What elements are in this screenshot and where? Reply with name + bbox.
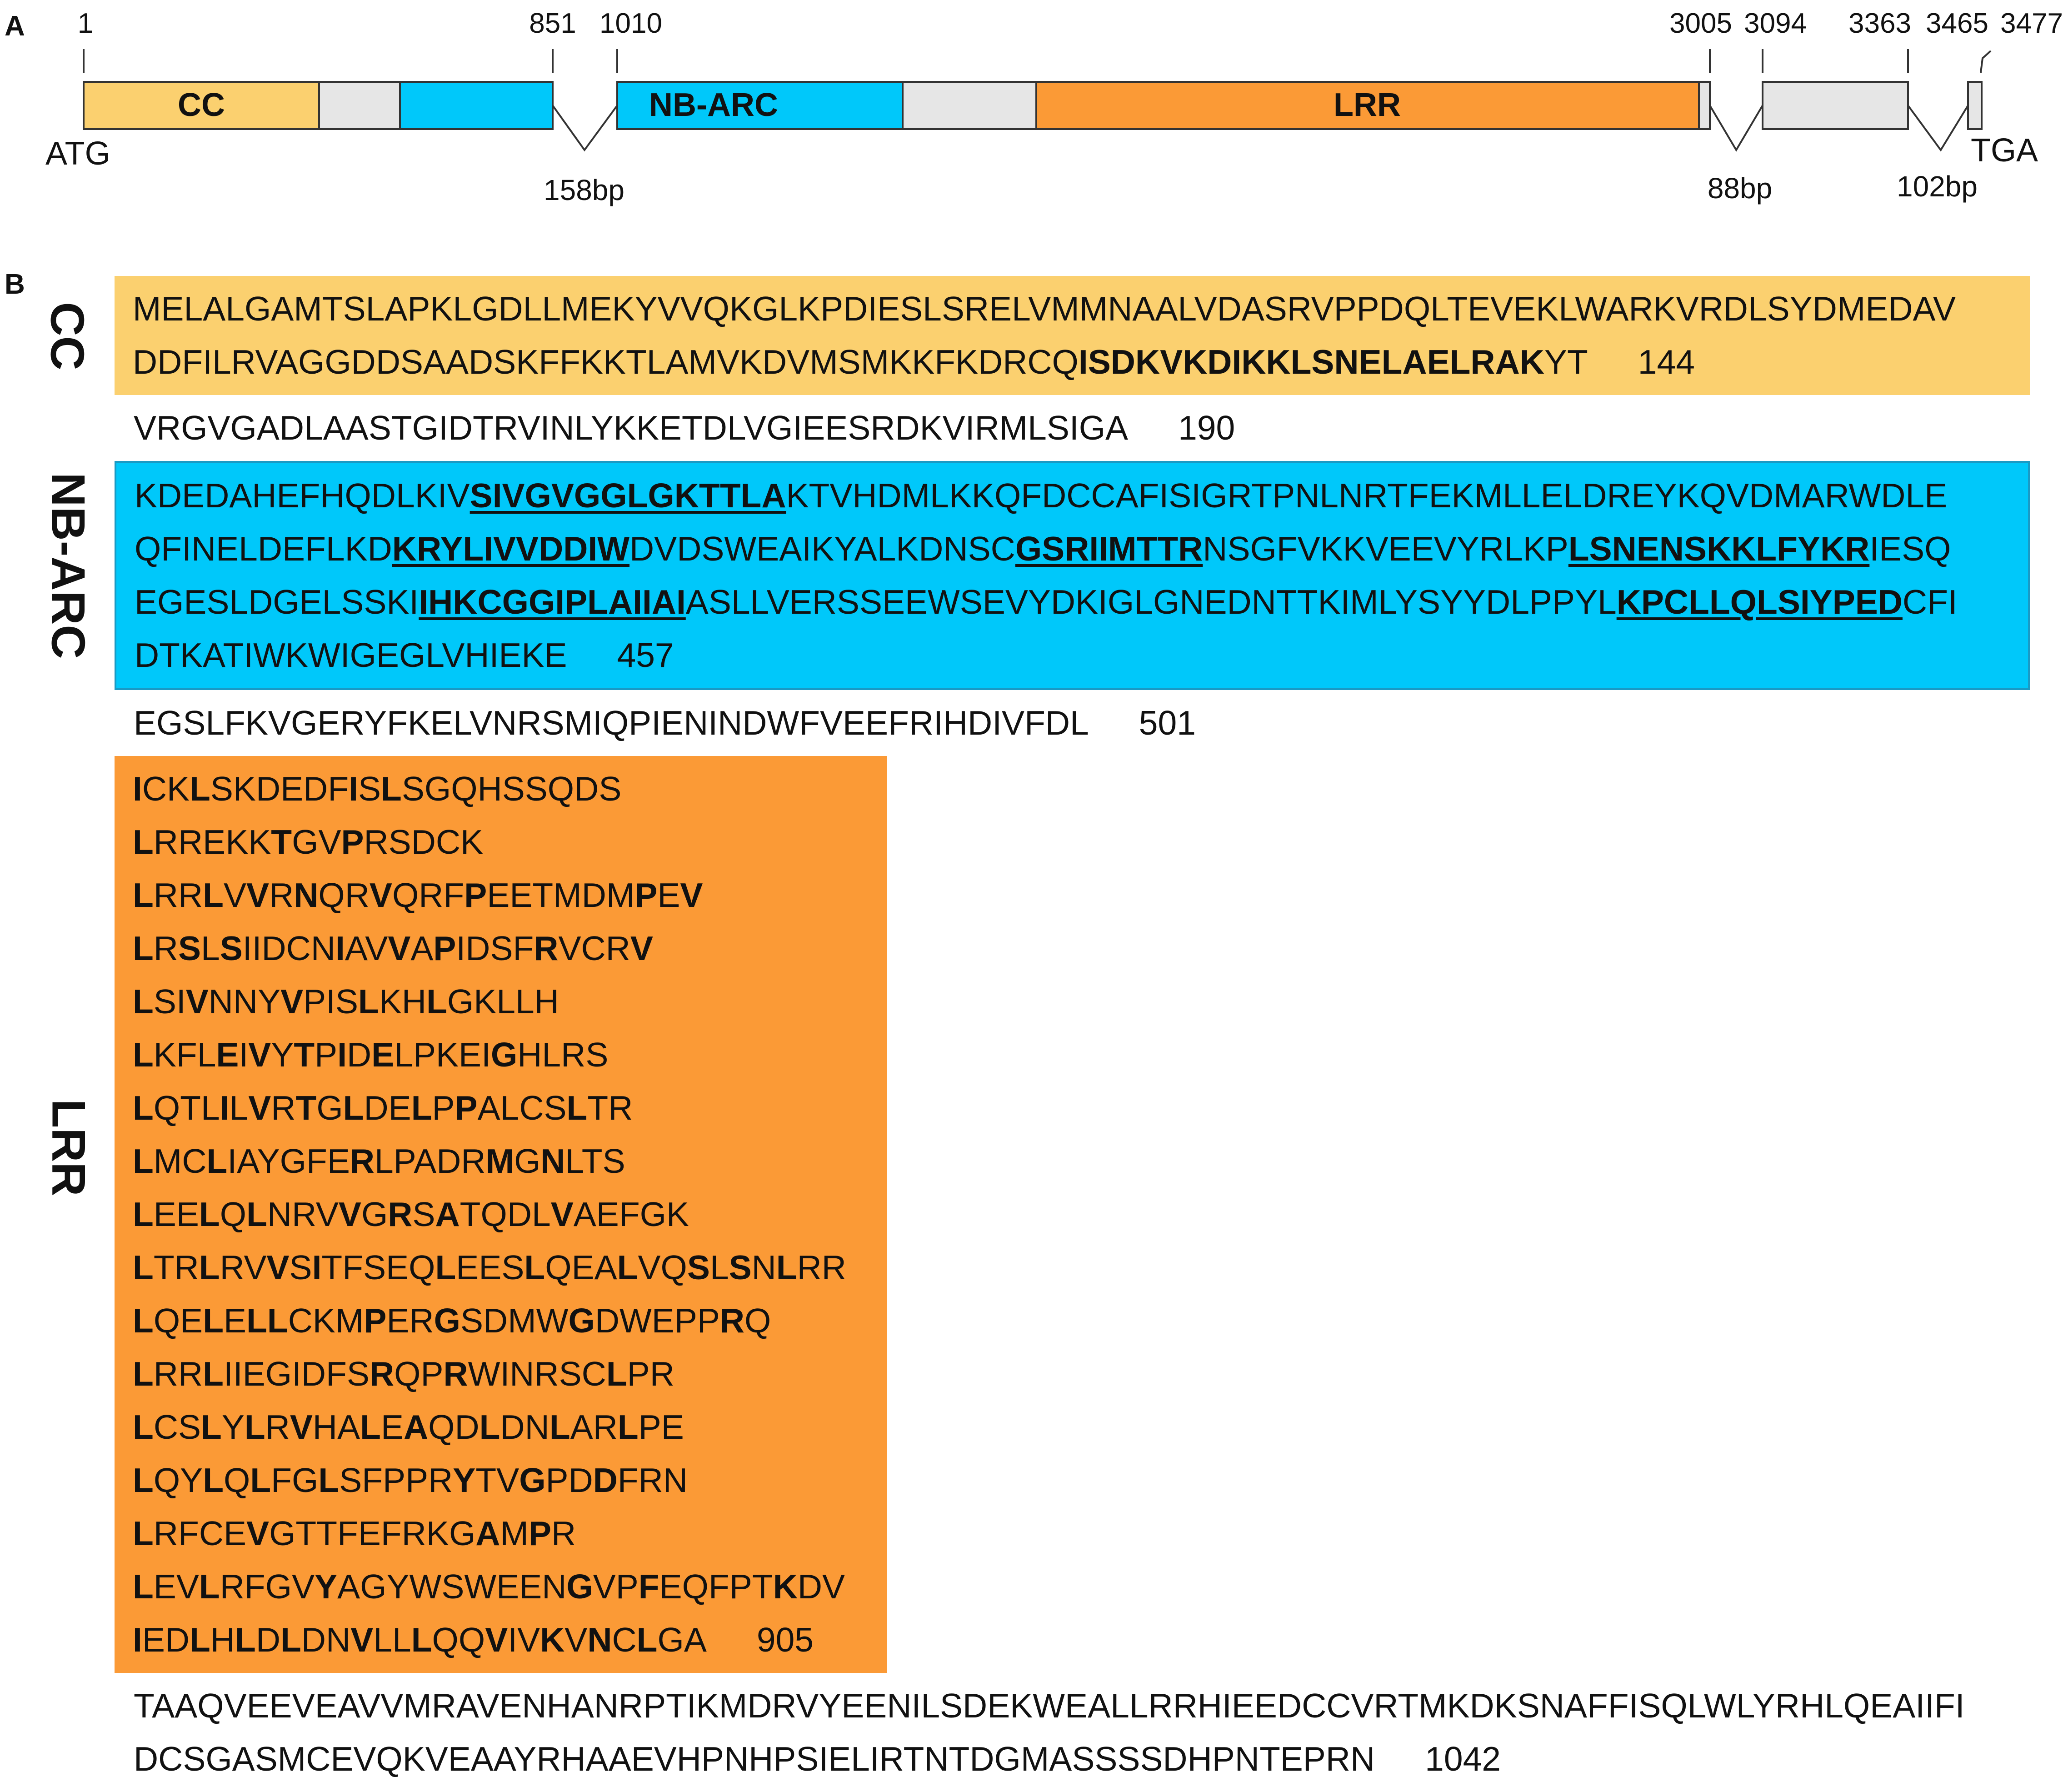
- lrr-domain-label: LRR: [1334, 87, 1401, 123]
- position-3094: 3094: [1744, 8, 1807, 39]
- cc-domain-label: CC: [178, 87, 225, 123]
- seq-segment: DTKATIWKWIGEGLVHIEKE: [135, 636, 567, 674]
- seq-segment: IESQ: [1869, 530, 1951, 568]
- seq-segment: KTVHDMLKKQFDCCAFISIGRTPNLNRTFEKMLLELDREY…: [786, 476, 1948, 515]
- lrr-repeat-line: LRRLVVRNQRVQRFPEETMDMPEV: [133, 876, 703, 914]
- noncoding-block: [1698, 81, 1711, 130]
- linker-1-line: VRGVGADLAASTGIDTRVINLYKKETDLVGIEESRDKVIR…: [134, 401, 2011, 455]
- noncoding-block: [1762, 81, 1909, 130]
- ctail-line-2: DCSGASMCEVQKVEAAYRHAAEVHPNHPSIELIRTNTDGM…: [134, 1732, 2011, 1786]
- position-3005: 3005: [1669, 8, 1732, 39]
- nbarc-residue-count: 457: [617, 636, 674, 674]
- lrr-domain-block: [1035, 81, 1700, 130]
- cc-seq-plain: DDFILRVAGGDDSAADSKFFKKTLAMVKDVMSMKKFKDRC…: [133, 343, 1079, 381]
- c-terminal-region: TAAQVEEVEAVVMRAVENHANRPTIKMDRVYEENILSDEK…: [115, 1673, 2030, 1792]
- linker-2-count: 501: [1139, 704, 1196, 742]
- seq-segment: NSGFVKKVEEVYRLKP: [1203, 530, 1568, 568]
- lrr-repeat-line: LRSLSIIDCNIAVVAPIDSFRVCRV: [133, 929, 653, 967]
- lrr-side-label: LRR: [42, 1099, 95, 1196]
- lrr-repeat-line: LRREKKTGVPRSDCK: [133, 823, 484, 861]
- seq-segment: QFINELDEFLKD: [135, 530, 392, 568]
- position-3477: 3477: [2000, 8, 2063, 39]
- ctail-line-1: TAAQVEEVEAVVMRAVENHANRPTIKMDRVYEENILSDEK…: [134, 1687, 1965, 1725]
- lrr-residue-count: 905: [756, 1621, 814, 1659]
- linker-2-seq: EGSLFKVGERYFKELVNRSMIQPIENINDWFVEEFRIHDI…: [134, 704, 1089, 742]
- intron-1-length: 158bp: [544, 174, 624, 206]
- cc-residue-count: 144: [1638, 343, 1695, 381]
- position-1: 1: [78, 8, 93, 39]
- cc-sequence-box: MELALGAMTSLAPKLGDLLMEKYVVQKGLKPDIESLSREL…: [115, 276, 2030, 395]
- lrr-repeat-line: LQTLILVRTGLDELPPALCSLTR: [133, 1089, 633, 1127]
- seq-segment: CFI: [1902, 583, 1958, 621]
- position-1010: 1010: [599, 8, 662, 39]
- lrr-repeat-line: LCSLYLRVHALEAQDLDNLARLPE: [133, 1408, 684, 1446]
- stop-codon-label: TGA: [1971, 132, 2038, 169]
- ctail-residue-count: 1042: [1425, 1740, 1501, 1778]
- nbarc-seq-line-2: QFINELDEFLKDKRYLIVVDDIWDVDSWEAIKYALKDNSC…: [135, 522, 2010, 576]
- lrr-repeat-line: LMCLIAYGFERLPADRMGNLTS: [133, 1142, 625, 1180]
- lrr-repeat-line: LQELELLCKMPERGSDMWGDWEPPRQ: [133, 1301, 771, 1340]
- position-851: 851: [529, 8, 576, 39]
- nbarc-side-label: NB-ARC: [41, 472, 95, 659]
- cc-seq-motif: ISDKVKDIKKLSNELAELRAK: [1078, 343, 1544, 381]
- rnbs-motif: LSNENSKKLFYKR: [1568, 530, 1870, 568]
- gene-structure-diagram: 1 851 1010 3005 3094 3363 3465 3477 CC N…: [45, 8, 2063, 206]
- nbarc-domain-label: NB-ARC: [649, 87, 778, 123]
- seq-segment: KDEDAHEFHQDLKIV: [135, 476, 470, 515]
- lrr-repeat-line: LTRLRVVSITFSEQLEESLQEALVQSLSNLRR: [133, 1248, 846, 1286]
- intron-3-line: [1907, 105, 1969, 152]
- intron-1-line: [552, 105, 618, 152]
- position-3363: 3363: [1848, 8, 1911, 39]
- lrr-repeat-line: LEVLRFGVYAGYWSWEENGVPFEQFPTKDV: [133, 1567, 845, 1606]
- position-3465: 3465: [1926, 8, 1988, 39]
- linker-2: EGSLFKVGERYFKELVNRSMIQPIENINDWFVEEFRIHDI…: [115, 690, 2030, 756]
- lrr-repeat-line: LKFLEIVYTPIDELPKEIGHLRS: [133, 1036, 609, 1074]
- cc-seq-line-2: DDFILRVAGGDDSAADSKFFKKTLAMVKDVMSMKKFKDRC…: [133, 335, 2012, 389]
- panel-a-label: A: [5, 10, 25, 42]
- lrr-repeat-line: LSIVNNYVPISLKHLGKLLH: [133, 982, 559, 1021]
- intron-2-length: 88bp: [1708, 172, 1772, 205]
- seq-segment: ASLLVERSSEEWSEVYDKIGLGNEDNTTKIMLYSYYDLPP…: [685, 583, 1617, 621]
- seq-segment: DVDSWEAIKYALKDNSC: [629, 530, 1015, 568]
- lrr-repeat-line: ICKLSKDEDFISLSGQHSSQDS: [133, 770, 622, 808]
- cc-seq-tail: YT: [1544, 343, 1588, 381]
- nbarc-domain-block: [616, 81, 904, 130]
- nbarc-domain-block: [399, 81, 554, 130]
- cc-seq-line-1: MELALGAMTSLAPKLGDLLMEKYVVQKGLKPDIESLSREL…: [133, 290, 1956, 328]
- kinase-3a-motif: GSRIIMTTR: [1015, 530, 1203, 568]
- ctail-seq: DCSGASMCEVQKVEAAYRHAAEVHPNHPSIELIRTNTDGM…: [134, 1740, 1375, 1778]
- p-loop-motif: SIVGVGGLGKTTLA: [470, 476, 786, 515]
- noncoding-block: [1967, 81, 1983, 130]
- lrr-repeat-line: LQYLQLFGLSFPPRYTVGPDDFRN: [133, 1461, 688, 1499]
- nbarc-seq-line-3: EGESLDGELSSKIIHKCGGIPLAIIAIASLLVERSSEEWS…: [135, 576, 2010, 629]
- start-codon-label: ATG: [45, 135, 110, 172]
- gplp-motif: IHKCGGIPLAIIAI: [419, 583, 686, 621]
- lrr-sequence-box: ICKLSKDEDFISLSGQHSSQDS LRREKKTGVPRSDCK LRR…: [115, 756, 887, 1673]
- noncoding-block: [318, 81, 401, 130]
- kinase-2-motif: KRYLIVVDDIW: [392, 530, 630, 568]
- linker-1-count: 190: [1178, 409, 1235, 447]
- lrr-repeat-line: LEELQLNRVVGRSATQDLVAEFGK: [133, 1195, 689, 1233]
- cc-side-label: CC: [40, 302, 94, 370]
- nbarc-seq-line-1: KDEDAHEFHQDLKIVSIVGVGGLGKTTLAKTVHDMLKKQF…: [135, 469, 2010, 522]
- lrr-repeat-line: LRFCEVGTTFEFRKGAMPR: [133, 1514, 576, 1552]
- linker-2-line: EGSLFKVGERYFKELVNRSMIQPIENINDWFVEEFRIHDI…: [134, 696, 2011, 750]
- panel-b-label: B: [5, 269, 25, 300]
- rnbs-d-motif: KPCLLQLSIYPED: [1616, 583, 1903, 621]
- linker-1-seq: VRGVGADLAASTGIDTRVINLYKKETDLVGIEESRDKVIR…: [134, 409, 1129, 447]
- linker-1: VRGVGADLAASTGIDTRVINLYKKETDLVGIEESRDKVIR…: [115, 395, 2030, 461]
- seq-segment: EGESLDGELSSKI: [135, 583, 419, 621]
- noncoding-block: [902, 81, 1037, 130]
- intron-3-length: 102bp: [1897, 170, 1978, 203]
- nbarc-sequence-box: KDEDAHEFHQDLKIVSIVGVGGLGKTTLAKTVHDMLKKQF…: [115, 461, 2030, 690]
- lrr-repeat-line: LRRLIIEGIDFSRQPRWINRSCLPR: [133, 1355, 674, 1393]
- sequence-panel: MELALGAMTSLAPKLGDLLMEKYVVQKGLKPDIESLSREL…: [115, 276, 2030, 1792]
- intron-2-line: [1709, 105, 1763, 152]
- nbarc-seq-line-4: DTKATIWKWIGEGLVHIEKE 457: [135, 629, 2010, 682]
